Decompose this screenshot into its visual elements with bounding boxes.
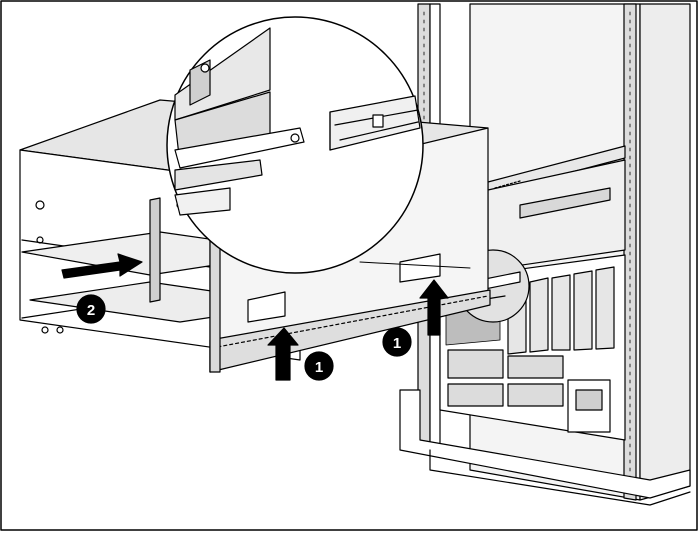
up-arrow-icon: [267, 327, 299, 381]
callout-step-1-left: 1: [304, 351, 334, 381]
drive-bays: [507, 266, 615, 355]
callout-label: 1: [315, 359, 323, 376]
callout-label: 1: [393, 335, 401, 352]
right-arrow-icon: [61, 253, 143, 279]
up-arrow-icon: [419, 279, 449, 336]
magnifier-connector: [359, 261, 471, 269]
callout-step-2: 2: [76, 294, 106, 324]
callout-step-1-right: 1: [382, 327, 412, 357]
magnifier-circle-icon: [166, 16, 424, 274]
callout-label: 2: [87, 302, 95, 319]
media-bays: [447, 349, 564, 407]
